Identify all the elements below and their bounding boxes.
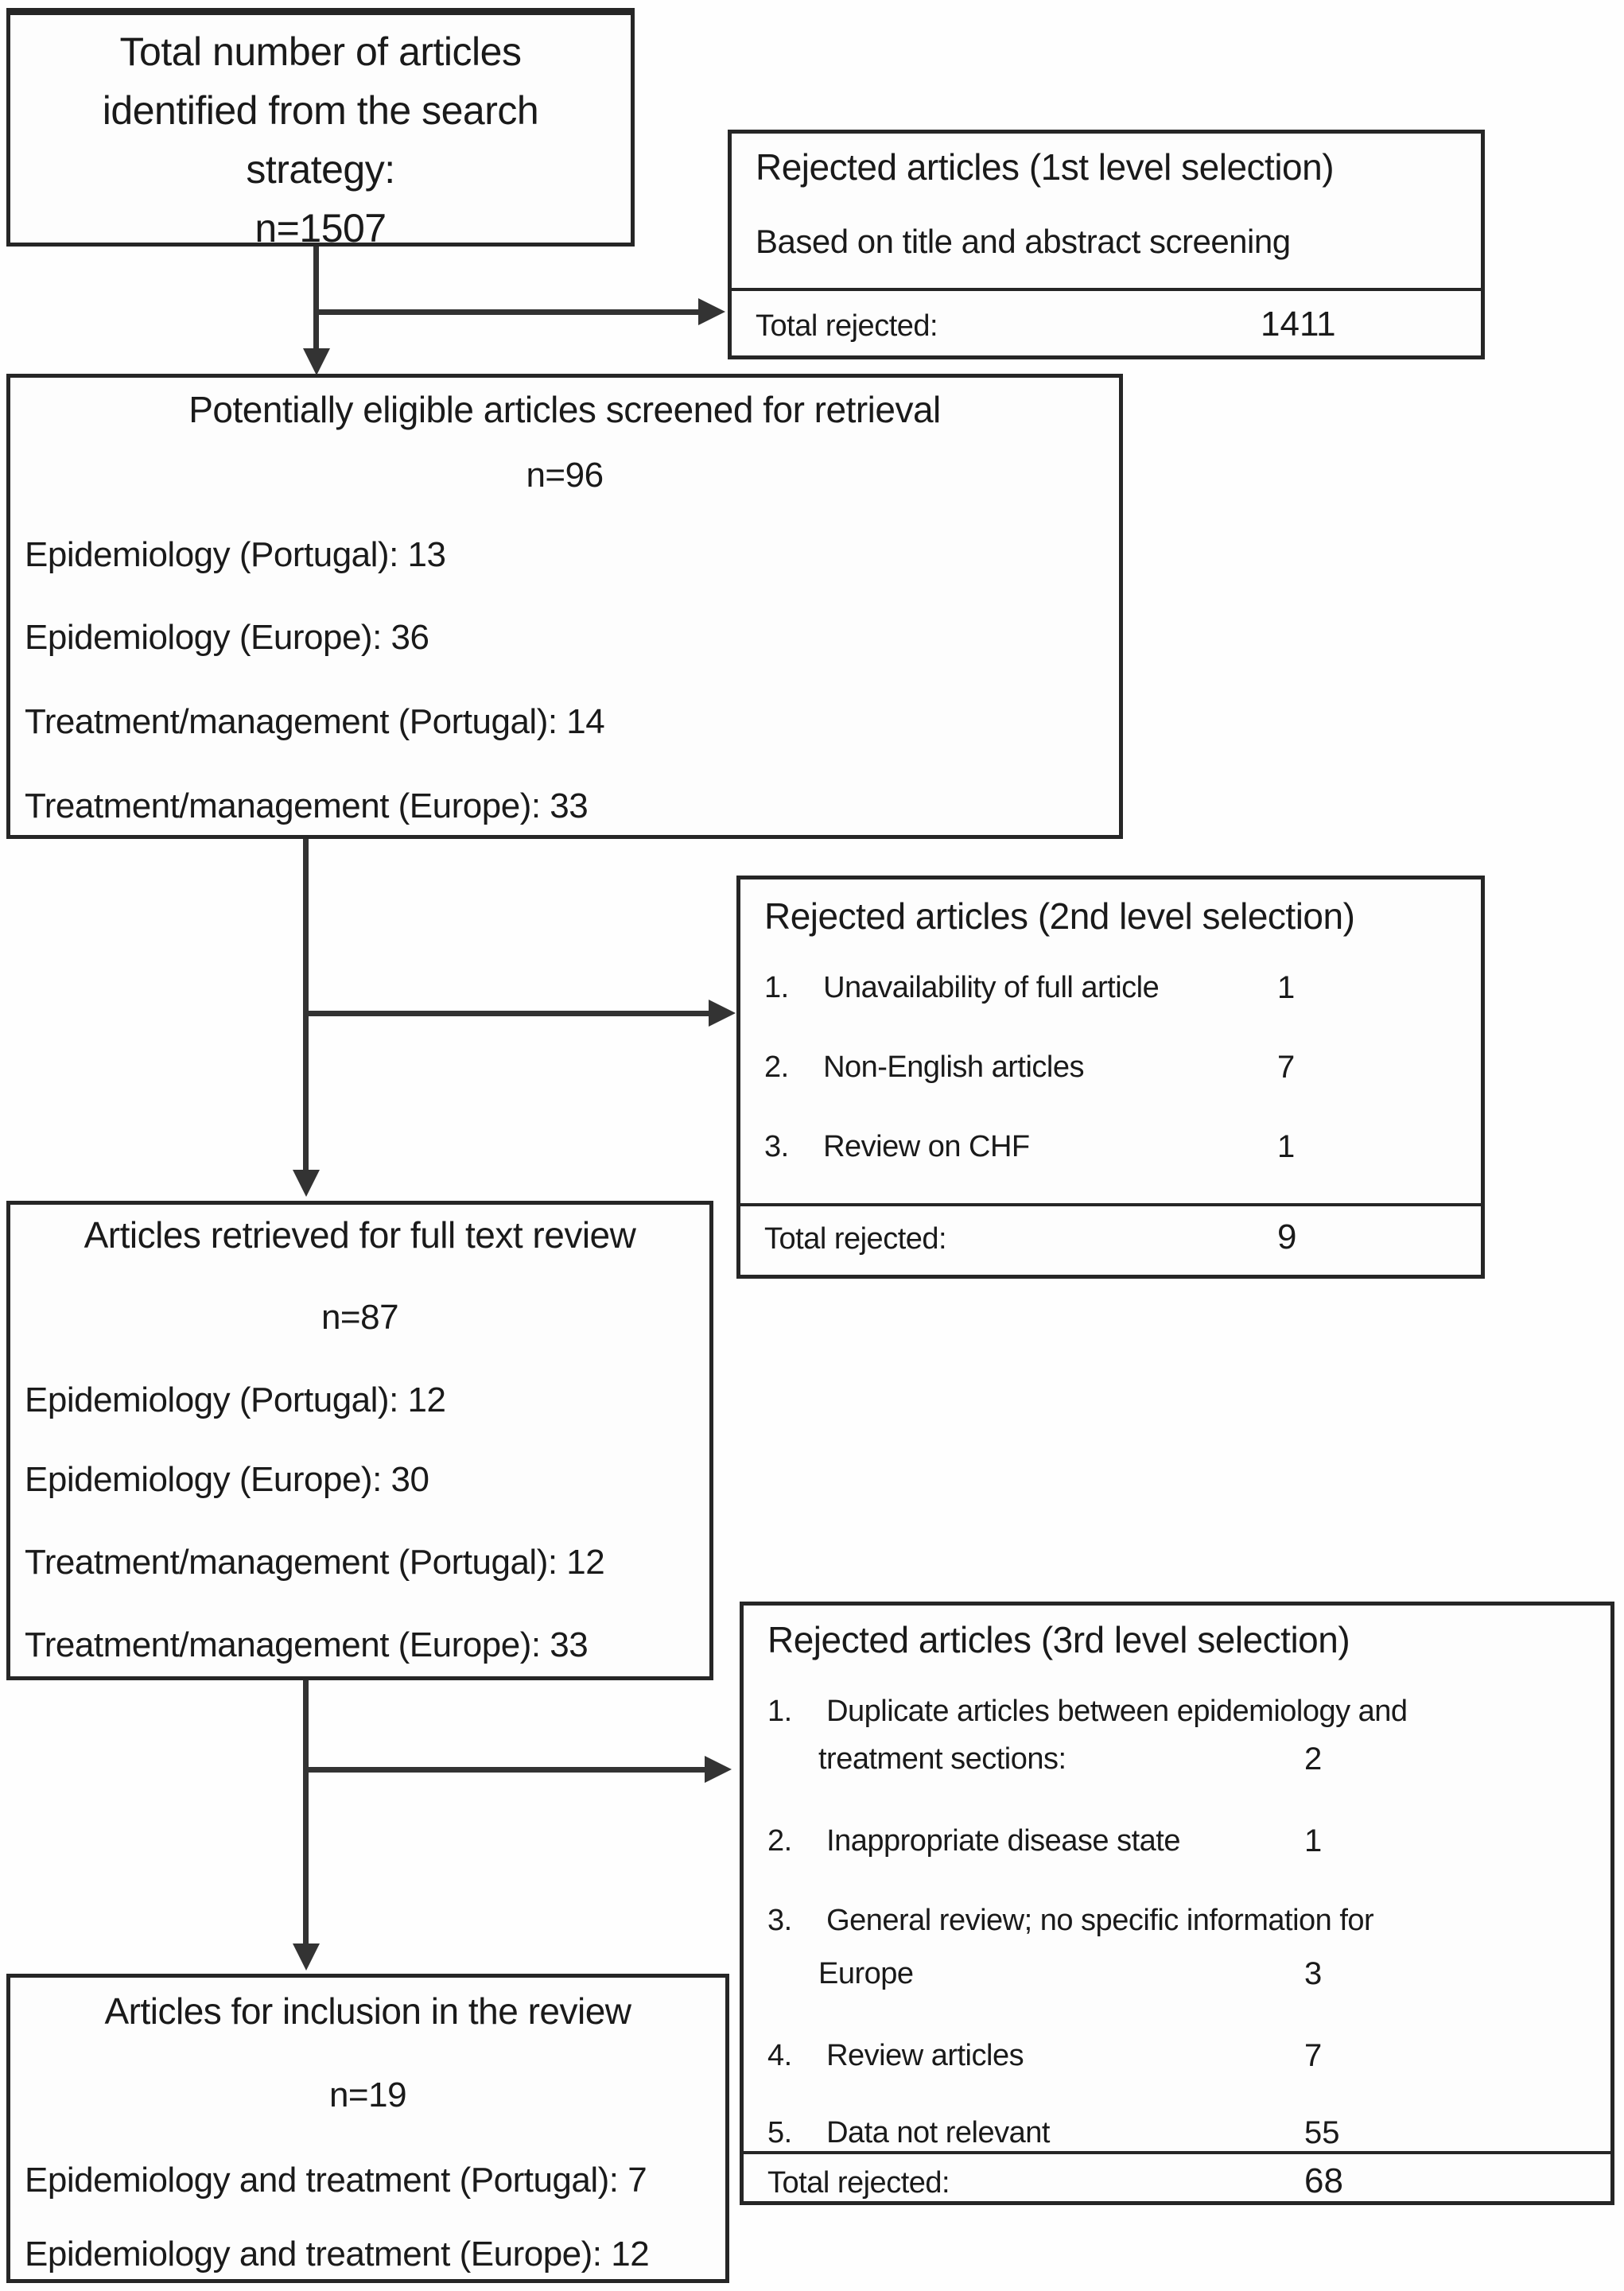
rejected3-item-5-number: 5. [767,2116,792,2149]
box-total-identified: Total number of articles identified from… [6,8,635,250]
arrow-2-vertical-line [303,839,309,1171]
box1-line1: Total number of articles [119,29,522,74]
rejected2-item-1-label: Unavailability of full article [823,971,1160,1004]
rejected3-item-4-value: 7 [1304,2038,1323,2073]
arrow-1-right-head-icon [698,298,725,325]
arrow-3-vertical-line [303,1680,309,1945]
rejected2-total-value: 9 [1277,1217,1297,1256]
arrow-1-down-head-icon [303,348,330,375]
rejected3-item-5: 5. Data not relevant [767,2109,1050,2157]
rejected3-item-3-label-line1: General review; no specific information … [826,1904,1374,1937]
box3-item-2: Epidemiology (Europe): 30 [25,1460,429,1499]
rejected3-item-3-value: 3 [1304,1956,1323,1991]
box4-count: n=19 [328,2075,407,2114]
box2-item-4: Treatment/management (Europe): 33 [25,786,589,825]
rejected2-title: Rejected articles (2nd level selection) [764,895,1355,937]
box-full-text-review: Articles retrieved for full text review … [6,1201,713,1680]
rejected2-total-label: Total rejected: [764,1222,947,1256]
arrow-2-down-head-icon [293,1170,320,1197]
box-included-in-review: Articles for inclusion in the review n=1… [6,1974,729,2283]
rejected3-total-value: 68 [1304,2161,1343,2200]
rejected1-divider [732,288,1481,291]
rejected2-item-3-value: 1 [1277,1129,1296,1164]
rejected3-item-1-line1: 1. Duplicate articles between epidemiolo… [767,1687,1408,1735]
rejected3-item-2-value: 1 [1304,1823,1323,1858]
box4-item-1: Epidemiology and treatment (Portugal): 7 [25,2161,647,2200]
box1-line3: strategy: [246,147,395,192]
rejected2-item-1-number: 1. [764,971,789,1004]
rejected3-item-2: 2. Inappropriate disease state [767,1817,1180,1865]
rejected3-item-1-label-line1: Duplicate articles between epidemiology … [826,1695,1408,1728]
box3-count: n=87 [321,1298,399,1337]
rejected2-item-1: 1. Unavailability of full article [764,964,1160,1012]
rejected3-item-4-label: Review articles [826,2039,1024,2072]
box2-item-3: Treatment/management (Portugal): 14 [25,702,605,741]
rejected3-total-label: Total rejected: [767,2166,950,2200]
box-rejected-level3: Rejected articles (3rd level selection) … [740,1602,1614,2205]
rejected1-title: Rejected articles (1st level selection) [756,146,1335,188]
box1-line2: identified from the search [102,88,539,133]
arrow-3-right-head-icon [705,1756,732,1783]
arrow-3-down-head-icon [293,1943,320,1971]
rejected2-item-3-label: Review on CHF [823,1130,1030,1163]
rejected1-subtitle: Based on title and abstract screening [756,223,1291,260]
rejected3-item-1-line2: treatment sections: [818,1742,1066,1776]
rejected3-item-3-number: 3. [767,1904,792,1937]
rejected3-item-1-number: 1. [767,1695,792,1728]
rejected3-item-2-number: 2. [767,1824,792,1858]
arrow-1-vertical-line [313,247,319,350]
box3-item-4: Treatment/management (Europe): 33 [25,1625,589,1664]
rejected3-title: Rejected articles (3rd level selection) [767,1619,1350,1660]
box2-title: Potentially eligible articles screened f… [188,389,941,430]
box4-title: Articles for inclusion in the review [104,1990,631,2032]
box2-count: n=96 [526,456,604,495]
arrow-2-right-head-icon [709,1000,736,1027]
box-screened-for-retrieval: Potentially eligible articles screened f… [6,374,1123,839]
rejected3-item-3-line2: Europe [818,1957,914,1990]
rejected2-item-2-value: 7 [1277,1050,1296,1085]
rejected1-total-value: 1411 [1261,305,1336,344]
box-rejected-level1: Rejected articles (1st level selection) … [728,130,1485,359]
rejected3-divider [744,2151,1610,2154]
rejected2-item-3-number: 3. [764,1130,789,1163]
box2-item-2: Epidemiology (Europe): 36 [25,618,429,657]
rejected2-item-2: 2. Non-English articles [764,1043,1084,1091]
rejected2-item-2-number: 2. [764,1050,789,1084]
box1-count: n=1507 [254,206,387,250]
rejected2-item-1-value: 1 [1277,970,1296,1005]
box3-title: Articles retrieved for full text review [84,1214,636,1256]
rejected3-item-4: 4. Review articles [767,2032,1024,2079]
rejected3-item-3-line1: 3. General review; no specific informati… [767,1897,1374,1944]
box-rejected-level2: Rejected articles (2nd level selection) … [736,876,1485,1279]
rejected2-item-2-label: Non-English articles [823,1050,1084,1084]
arrow-3-branch-line [306,1767,705,1773]
rejected3-item-2-label: Inappropriate disease state [826,1824,1180,1858]
box2-item-1: Epidemiology (Portugal): 13 [25,535,446,574]
rejected2-divider [740,1203,1481,1206]
arrow-1-branch-line [317,309,698,315]
rejected3-item-1-value: 2 [1304,1742,1323,1776]
box3-item-1: Epidemiology (Portugal): 12 [25,1380,446,1419]
box4-item-2: Epidemiology and treatment (Europe): 12 [25,2235,650,2274]
rejected3-item-5-label: Data not relevant [826,2116,1050,2149]
rejected2-item-3: 3. Review on CHF [764,1123,1030,1171]
arrow-2-branch-line [306,1011,709,1016]
rejected3-item-4-number: 4. [767,2039,792,2072]
rejected3-item-5-value: 55 [1304,2115,1340,2150]
rejected1-total-label: Total rejected: [756,309,938,343]
box3-item-3: Treatment/management (Portugal): 12 [25,1543,605,1582]
